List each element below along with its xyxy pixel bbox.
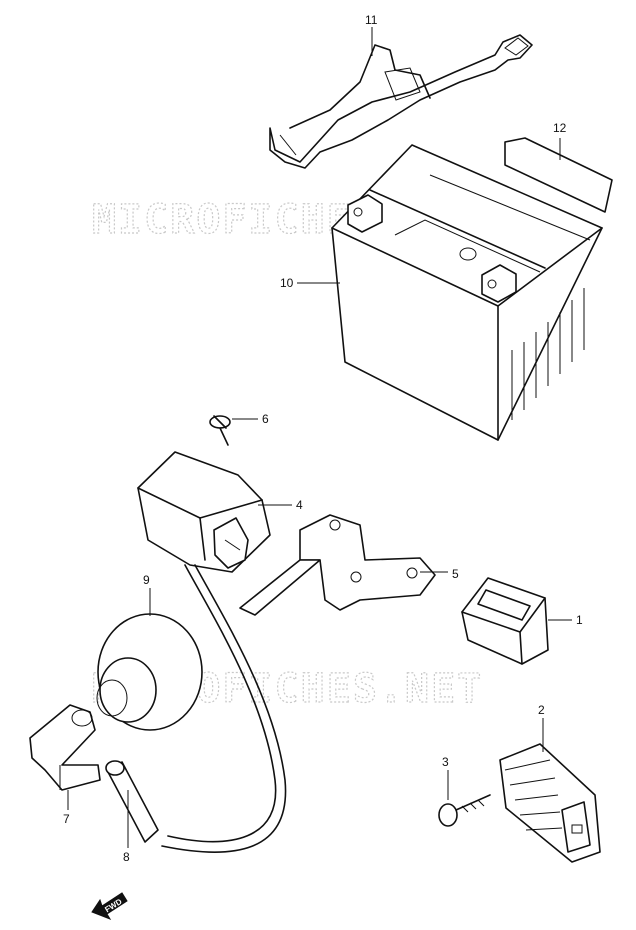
fwd-arrow-icon: FWD <box>91 892 128 920</box>
callout-7: 7 <box>63 812 70 826</box>
connector-8 <box>105 760 159 843</box>
battery-pad <box>504 137 613 213</box>
callout-12: 12 <box>553 121 567 135</box>
relay <box>461 577 549 665</box>
callout-5: 5 <box>452 567 459 581</box>
callout-3: 3 <box>442 755 449 769</box>
ignition-lead <box>161 564 287 853</box>
regulator-rectifier <box>499 743 601 863</box>
callout-4: 4 <box>296 498 303 512</box>
ignition-coil <box>137 451 271 573</box>
battery <box>331 144 603 441</box>
plug-cap-seal <box>96 613 203 731</box>
callout-10: 10 <box>280 276 294 290</box>
coil-bracket <box>239 514 436 616</box>
spark-plug-cap <box>29 704 101 791</box>
leader-lines <box>67 27 572 848</box>
callout-2: 2 <box>538 703 545 717</box>
battery-strap <box>269 34 533 169</box>
callout-11: 11 <box>365 13 378 27</box>
callout-6: 6 <box>262 412 269 426</box>
bolt-3 <box>438 794 491 827</box>
screw-6 <box>209 415 231 446</box>
callout-9: 9 <box>143 573 150 587</box>
callout-1: 1 <box>576 613 583 627</box>
callout-8: 8 <box>123 850 130 864</box>
